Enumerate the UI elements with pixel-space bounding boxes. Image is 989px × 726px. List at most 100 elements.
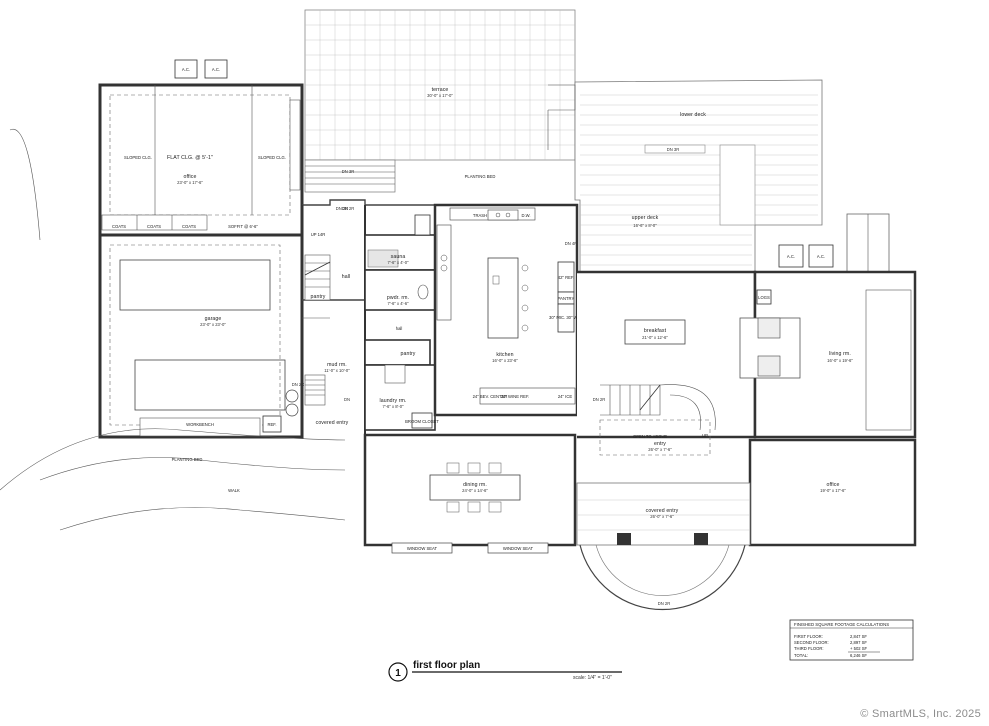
coats-label: COATS	[147, 224, 161, 229]
dining-zone: dining rm. 24'-0" x 14'-6" WINDOW SEAT W…	[363, 433, 577, 554]
pantry-left-label: pantry	[310, 294, 325, 300]
ice-label: 24" ICE	[558, 394, 572, 399]
dw-label: D.W.	[521, 213, 530, 218]
logs-label: LOGS	[758, 295, 770, 300]
service-zone: UP 14R pantry hall DN 2R sauna 7'-6" x 4…	[300, 199, 439, 437]
sqft-table: FINISHED SQUARE FOOTAGE CALCULATIONS FIR…	[789, 619, 914, 661]
dn-covered-entry: DN 2R	[658, 601, 671, 606]
drawing-title: first floor plan	[413, 660, 480, 671]
trash-label: TRASH	[473, 213, 487, 218]
covered-entry-left-label: covered entry	[316, 420, 349, 426]
drawing-number: 1	[395, 668, 401, 679]
dn-entry: DN 2R	[593, 397, 606, 402]
ac-unit-label: A.C.	[787, 254, 795, 259]
pantry-mid-label: pantry	[400, 351, 415, 357]
kitchen-zone: TRASH D.W. kitchen 16'-0" x 23'-6" 42" R…	[433, 203, 583, 417]
office-left-label: office	[184, 174, 197, 180]
pantry-small-label: PANTRY	[558, 296, 575, 301]
dining-label: dining rm.	[463, 482, 487, 488]
covered-entry-zone: covered entry 26'-0" x 7'-6" DN 2R	[576, 482, 751, 611]
kitchen-label: kitchen	[496, 352, 513, 358]
window-seat-label: WINDOW SEAT	[407, 546, 438, 551]
beverage-label: 24" BEV. CENTER	[473, 394, 508, 399]
living-room-dim: 16'-0" x 19'-6"	[827, 358, 853, 363]
mud-room-label: mud rm.	[327, 362, 347, 368]
coats-label: COATS	[112, 224, 126, 229]
pwdr-dim: 7'-6" x 4'-6"	[387, 301, 409, 306]
terrace-label: terrace	[432, 87, 449, 93]
sloped-clg-label: SLOPED CLG.	[258, 155, 286, 160]
ac-unit-label: A.C.	[212, 67, 220, 72]
living-room-label: living rm.	[829, 351, 851, 357]
workbench-label: WORKBENCH	[186, 422, 214, 427]
sqft-row-value: 6,246 SF	[850, 653, 867, 658]
terrace-area: terrace 30'-0" x 17'-0"	[304, 9, 576, 193]
drawing-scale: scale: 1/4" = 1'-0"	[573, 675, 612, 681]
ac-unit-label: A.C.	[182, 67, 190, 72]
sqft-row-value: 2,897 SF	[850, 640, 867, 645]
laundry-label: laundry rm.	[379, 398, 406, 404]
upper-deck-label: upper deck	[632, 215, 659, 221]
coats-label: COATS	[182, 224, 196, 229]
mud-room-dim: 11'-0" x 10'-0"	[324, 368, 350, 373]
sauna-dim: 7'-6" x 4'-0"	[387, 260, 409, 265]
left-wing: FLAT CLG. @ 5'-1" office 23'-0" x 17'-6"…	[98, 83, 305, 439]
planting-bed-bottom-label: PLANTING BED	[172, 457, 203, 462]
covered-entry-dim: 26'-0" x 7'-6"	[650, 514, 674, 519]
ac-units: A.C. A.C. A.C. A.C.	[174, 59, 890, 275]
sqft-row-value: + 502 SF	[850, 646, 868, 651]
window-seat-label: WINDOW SEAT	[503, 546, 534, 551]
walk-label: WALK	[228, 488, 240, 493]
ac-unit-label: A.C.	[817, 254, 825, 259]
dn-hall: DN 2R	[336, 206, 349, 211]
up-stair-label: UP 14R	[311, 232, 326, 237]
dn-mud: DN	[344, 397, 350, 402]
sqft-row-value: 2,847 SF	[850, 634, 867, 639]
dn-lower-deck: DN 3R	[667, 147, 680, 152]
sqft-row-label: FIRST FLOOR:	[794, 634, 823, 639]
kitchen-dim: 16'-0" x 23'-6"	[492, 358, 518, 363]
landscape: PLANTING BED WALK PLANTING BED DN 3R DN …	[0, 128, 496, 531]
deck-area: lower deck upper deck 16'-6" x 8'-0" DN …	[547, 79, 823, 273]
laundry-dim: 7'-6" x 8'-0"	[382, 404, 404, 409]
sloped-clg-label: SLOPED CLG.	[124, 155, 152, 160]
garage-dim: 23'-0" x 23'-0"	[200, 322, 226, 327]
hall-top-label: hall	[342, 274, 350, 280]
covered-entry-label: covered entry	[646, 508, 679, 514]
micro-label: 30" MIC. 30" W.O.	[549, 315, 583, 320]
up-entry-label: UP	[702, 433, 708, 438]
office-left-dim: 23'-0" x 17'-6"	[177, 180, 203, 185]
terrace-dim: 30'-0" x 17'-0"	[427, 93, 453, 98]
planting-bed-top-label: PLANTING BED	[465, 174, 496, 179]
pwdr-label: pwdr. rm.	[387, 295, 409, 301]
ref-kitchen-label: 42" REF.	[558, 275, 574, 280]
office-right-label: office	[827, 482, 840, 488]
broom-closet-label: BROOM CLOSET	[405, 419, 439, 424]
entry-label: entry	[654, 441, 666, 447]
dn-label: DN 2R	[342, 206, 355, 211]
hall-mid-label: hall	[396, 326, 403, 331]
sauna-label: sauna	[391, 254, 406, 260]
sqft-row-label: SECOND FLOOR:	[794, 640, 829, 645]
garage-ref-label: REF.	[267, 422, 276, 427]
east-wing: breakfast 21'-0" x 12'-6" LOGS living rm…	[577, 270, 917, 547]
sqft-row-label: THIRD FLOOR:	[794, 646, 824, 651]
dn-terrace: DN 3R	[342, 169, 355, 174]
dn-kitchen: DN 4R	[565, 241, 578, 246]
upper-deck-dim: 16'-6" x 8'-0"	[633, 223, 657, 228]
breakfast-dim: 21'-0" x 12'-6"	[642, 335, 668, 340]
title-block: 1 first floor plan scale: 1/4" = 1'-0"	[388, 660, 622, 682]
soffit-label: SOFFIT @ 6'-6"	[228, 224, 258, 229]
entry-dim: 26'-0" x 7'-6"	[648, 447, 672, 452]
flat-clg-label: FLAT CLG. @ 5'-1"	[167, 155, 213, 161]
breakfast-label: breakfast	[644, 328, 667, 334]
sqft-heading: FINISHED SQUARE FOOTAGE CALCULATIONS	[794, 622, 889, 627]
lower-deck-label: lower deck	[680, 112, 706, 118]
office-right-dim: 19'-0" x 17'-6"	[820, 488, 846, 493]
dining-dim: 24'-0" x 14'-6"	[462, 488, 488, 493]
dn-garage: DN 2R	[292, 382, 305, 387]
sqft-row-label: TOTAL:	[794, 653, 808, 658]
wine-label: 24" WINE REF.	[501, 394, 529, 399]
watermark: © SmartMLS, Inc. 2025	[860, 708, 981, 720]
